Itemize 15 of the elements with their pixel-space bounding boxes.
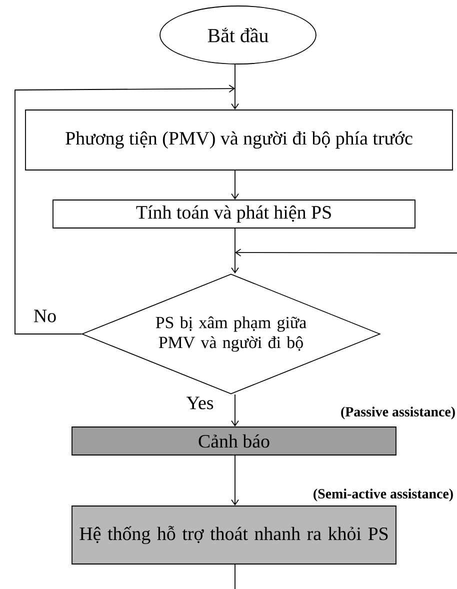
arrow xyxy=(14,84,235,334)
arrow xyxy=(231,394,239,427)
arrow xyxy=(235,248,457,257)
beside-note: (Passive assistance) xyxy=(341,406,455,420)
beside-note: (Semi-active assistance) xyxy=(314,488,453,502)
process-box: Hệ thống hỗ trợ thoát nhanh ra khỏi PS xyxy=(72,506,396,564)
arrow xyxy=(231,228,239,274)
edge-label: Yes xyxy=(185,396,215,410)
process-box: Cảnh báo xyxy=(72,426,396,456)
arrow xyxy=(231,455,239,506)
edge-label: No xyxy=(32,308,58,324)
arrow xyxy=(231,170,239,200)
arrow xyxy=(231,64,239,110)
process-box: Tính toán và phát hiện PS xyxy=(52,200,416,228)
process-box: Phương tiện (PMV) và người đi bộ phía trước xyxy=(25,110,453,170)
